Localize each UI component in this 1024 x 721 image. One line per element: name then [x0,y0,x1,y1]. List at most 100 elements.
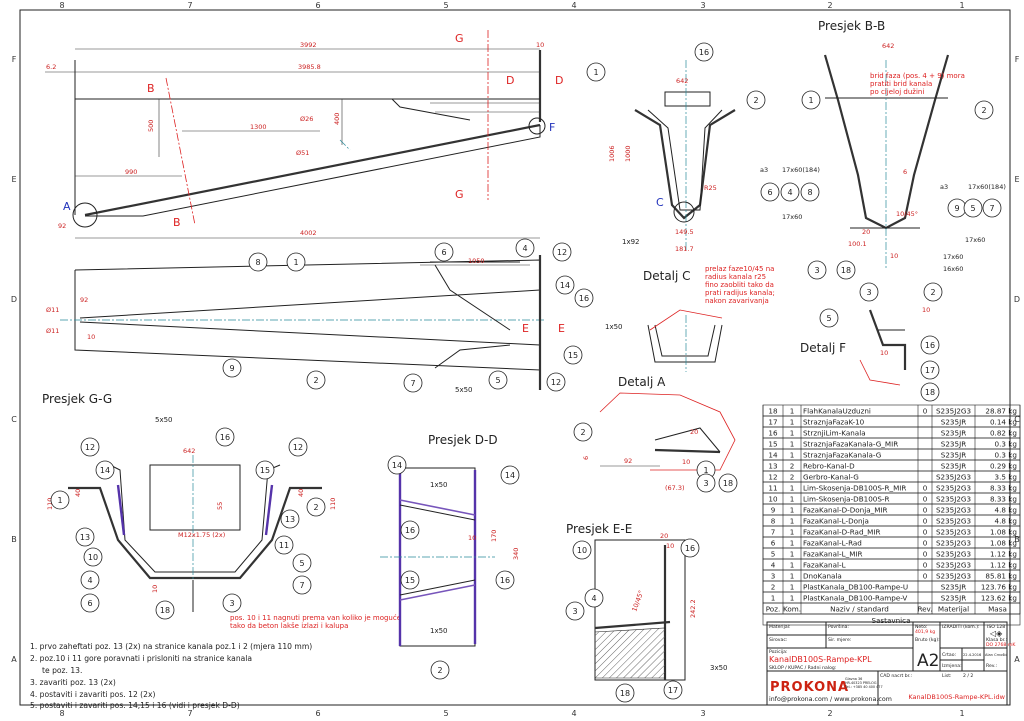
point-c-label: C [656,196,664,209]
table-cell: StraznjaFazaK-10 [803,418,865,427]
grid-row-label: C [11,415,17,424]
svg-text:5: 5 [299,559,304,568]
svg-text:13: 13 [285,515,295,524]
svg-text:2: 2 [981,106,986,115]
svg-text:12: 12 [85,443,95,452]
position-balloon: 9 [947,198,967,218]
svg-text:2: 2 [313,503,318,512]
grid-column-label: 4 [571,709,576,718]
table-cell: 9 [771,506,776,515]
dim-1050: 1050 [468,257,485,265]
position-balloon: 3 [222,593,242,613]
assembly-notes: 1. prvo zaheftati poz. 13 (2x) na strani… [30,642,312,710]
position-balloon: 6 [434,242,454,262]
ee-dim-10: 10 [666,542,674,550]
dim-149: 149.5 [675,228,694,236]
tb-izmjena-label: Izmjena: [942,663,962,669]
gg-dim-10: 10 [151,585,159,593]
detail-c: Detalj C prelaz faze10/45 na radius kana… [643,265,775,372]
detail-c-note-5: nakon zavarivanja [705,297,769,305]
detail-c-note-2: radius kanala r25 [705,273,766,281]
title-block: Materijal: Površina: Neto: 401,9 kg IZRA… [766,621,1016,706]
table-cell: 17 [768,418,777,427]
svg-text:2: 2 [437,666,442,675]
grid-row-label: E [11,175,16,184]
table-cell: 5 [771,550,776,559]
svg-text:13: 13 [80,533,90,542]
table-cell: 1 [790,561,795,570]
position-balloon: 18 [920,382,940,402]
table-cell: 3.5 kg [995,473,1017,482]
tb-list-label: List: [942,673,952,679]
position-balloon: 16 [574,288,594,308]
svg-text:4: 4 [787,188,792,197]
position-balloon: 7 [403,373,423,393]
dim-1006: 1006 [608,145,616,162]
section-b-b: Presjek B-B 642 brid faza (pos. 4 + 9) m… [760,19,1006,273]
tb-bruto-label: Bruto (kg): [915,637,940,643]
table-cell: S235J2G3 [936,484,971,493]
table-cell: FazaKanal-D-Rad_MIR [803,528,880,537]
position-balloon: 1 [801,90,821,110]
position-balloon: 16 [400,520,420,540]
dim-6-2: 6.2 [46,63,56,71]
table-cell: 1 [790,572,795,581]
grid-column-label: 7 [187,709,192,718]
position-balloon: 2 [923,282,943,302]
svg-text:7: 7 [989,204,994,213]
svg-text:14: 14 [560,281,570,290]
table-cell: 1 [790,418,795,427]
grid-column-label: 6 [315,709,320,718]
dd-dim-10: 10 [468,534,476,542]
dd-weld-2: 1x50 [430,627,448,635]
tb-address-1: Glavna 36 [845,677,862,681]
table-cell: StraznjaFazaKanala-G [803,451,881,460]
ee-dim-20: 20 [660,532,668,540]
position-balloon: 16 [215,427,235,447]
gg-note-1: pos. 10 i 11 nagnuti prema van koliko je… [230,614,401,622]
note-4: 4. postaviti i zavariti pos. 12 (2x) [30,690,155,699]
end-view: C 642 1006 1000 R25 149.5 181.7 1x92 [608,60,736,253]
table-cell: 0.29 kg [990,462,1017,471]
position-balloon: 6 [760,182,780,202]
position-balloon: 4 [80,570,100,590]
dim-dia26: Ø26 [300,115,313,123]
table-cell: 85.81 kg [985,572,1017,581]
tb-sklop-label: SKLOP / KUPAC / Radni nalog: [769,665,837,671]
detail-a: Detalj A 92 (67.3) 20 6 10 [582,375,736,492]
section-gg-title: Presjek G-G [42,392,112,406]
svg-text:3: 3 [866,288,871,297]
table-cell: S235J2G3 [936,550,971,559]
bb-note-1: brid faza (pos. 4 + 9) mora [870,72,965,80]
note-1: 1. prvo zaheftati poz. 13 (2x) na strani… [30,642,312,651]
grid-row-label: D [11,295,17,304]
position-balloon: 8 [800,182,820,202]
position-balloon: 10 [572,540,592,560]
table-cell: 13 [768,462,777,471]
table-cell: S235JR [941,594,966,603]
bb-dim-100: 100.1 [848,240,867,248]
position-balloon: 4 [584,588,604,608]
tb-pozicija-value: KanalDB100S-Rampe-KPL [769,655,872,664]
table-cell: 0 [923,495,928,504]
svg-text:14: 14 [392,461,402,470]
dim-r25: R25 [704,184,717,192]
bb-weld-1: 17x60(184) [782,166,820,174]
detail-c-title: Detalj C [643,269,691,283]
gg-dim-110b: 110 [329,498,337,510]
section-dd-title: Presjek D-D [428,433,498,447]
grid-column-label: 1 [959,709,964,718]
svg-text:18: 18 [723,479,733,488]
tb-crtao-label: Crtao: [942,652,957,658]
grid-row-label: A [11,655,17,664]
svg-text:4: 4 [522,244,527,253]
detail-a-dim-20: 20 [690,428,698,436]
position-balloon: 12 [80,437,100,457]
position-balloon: 5 [963,198,983,218]
